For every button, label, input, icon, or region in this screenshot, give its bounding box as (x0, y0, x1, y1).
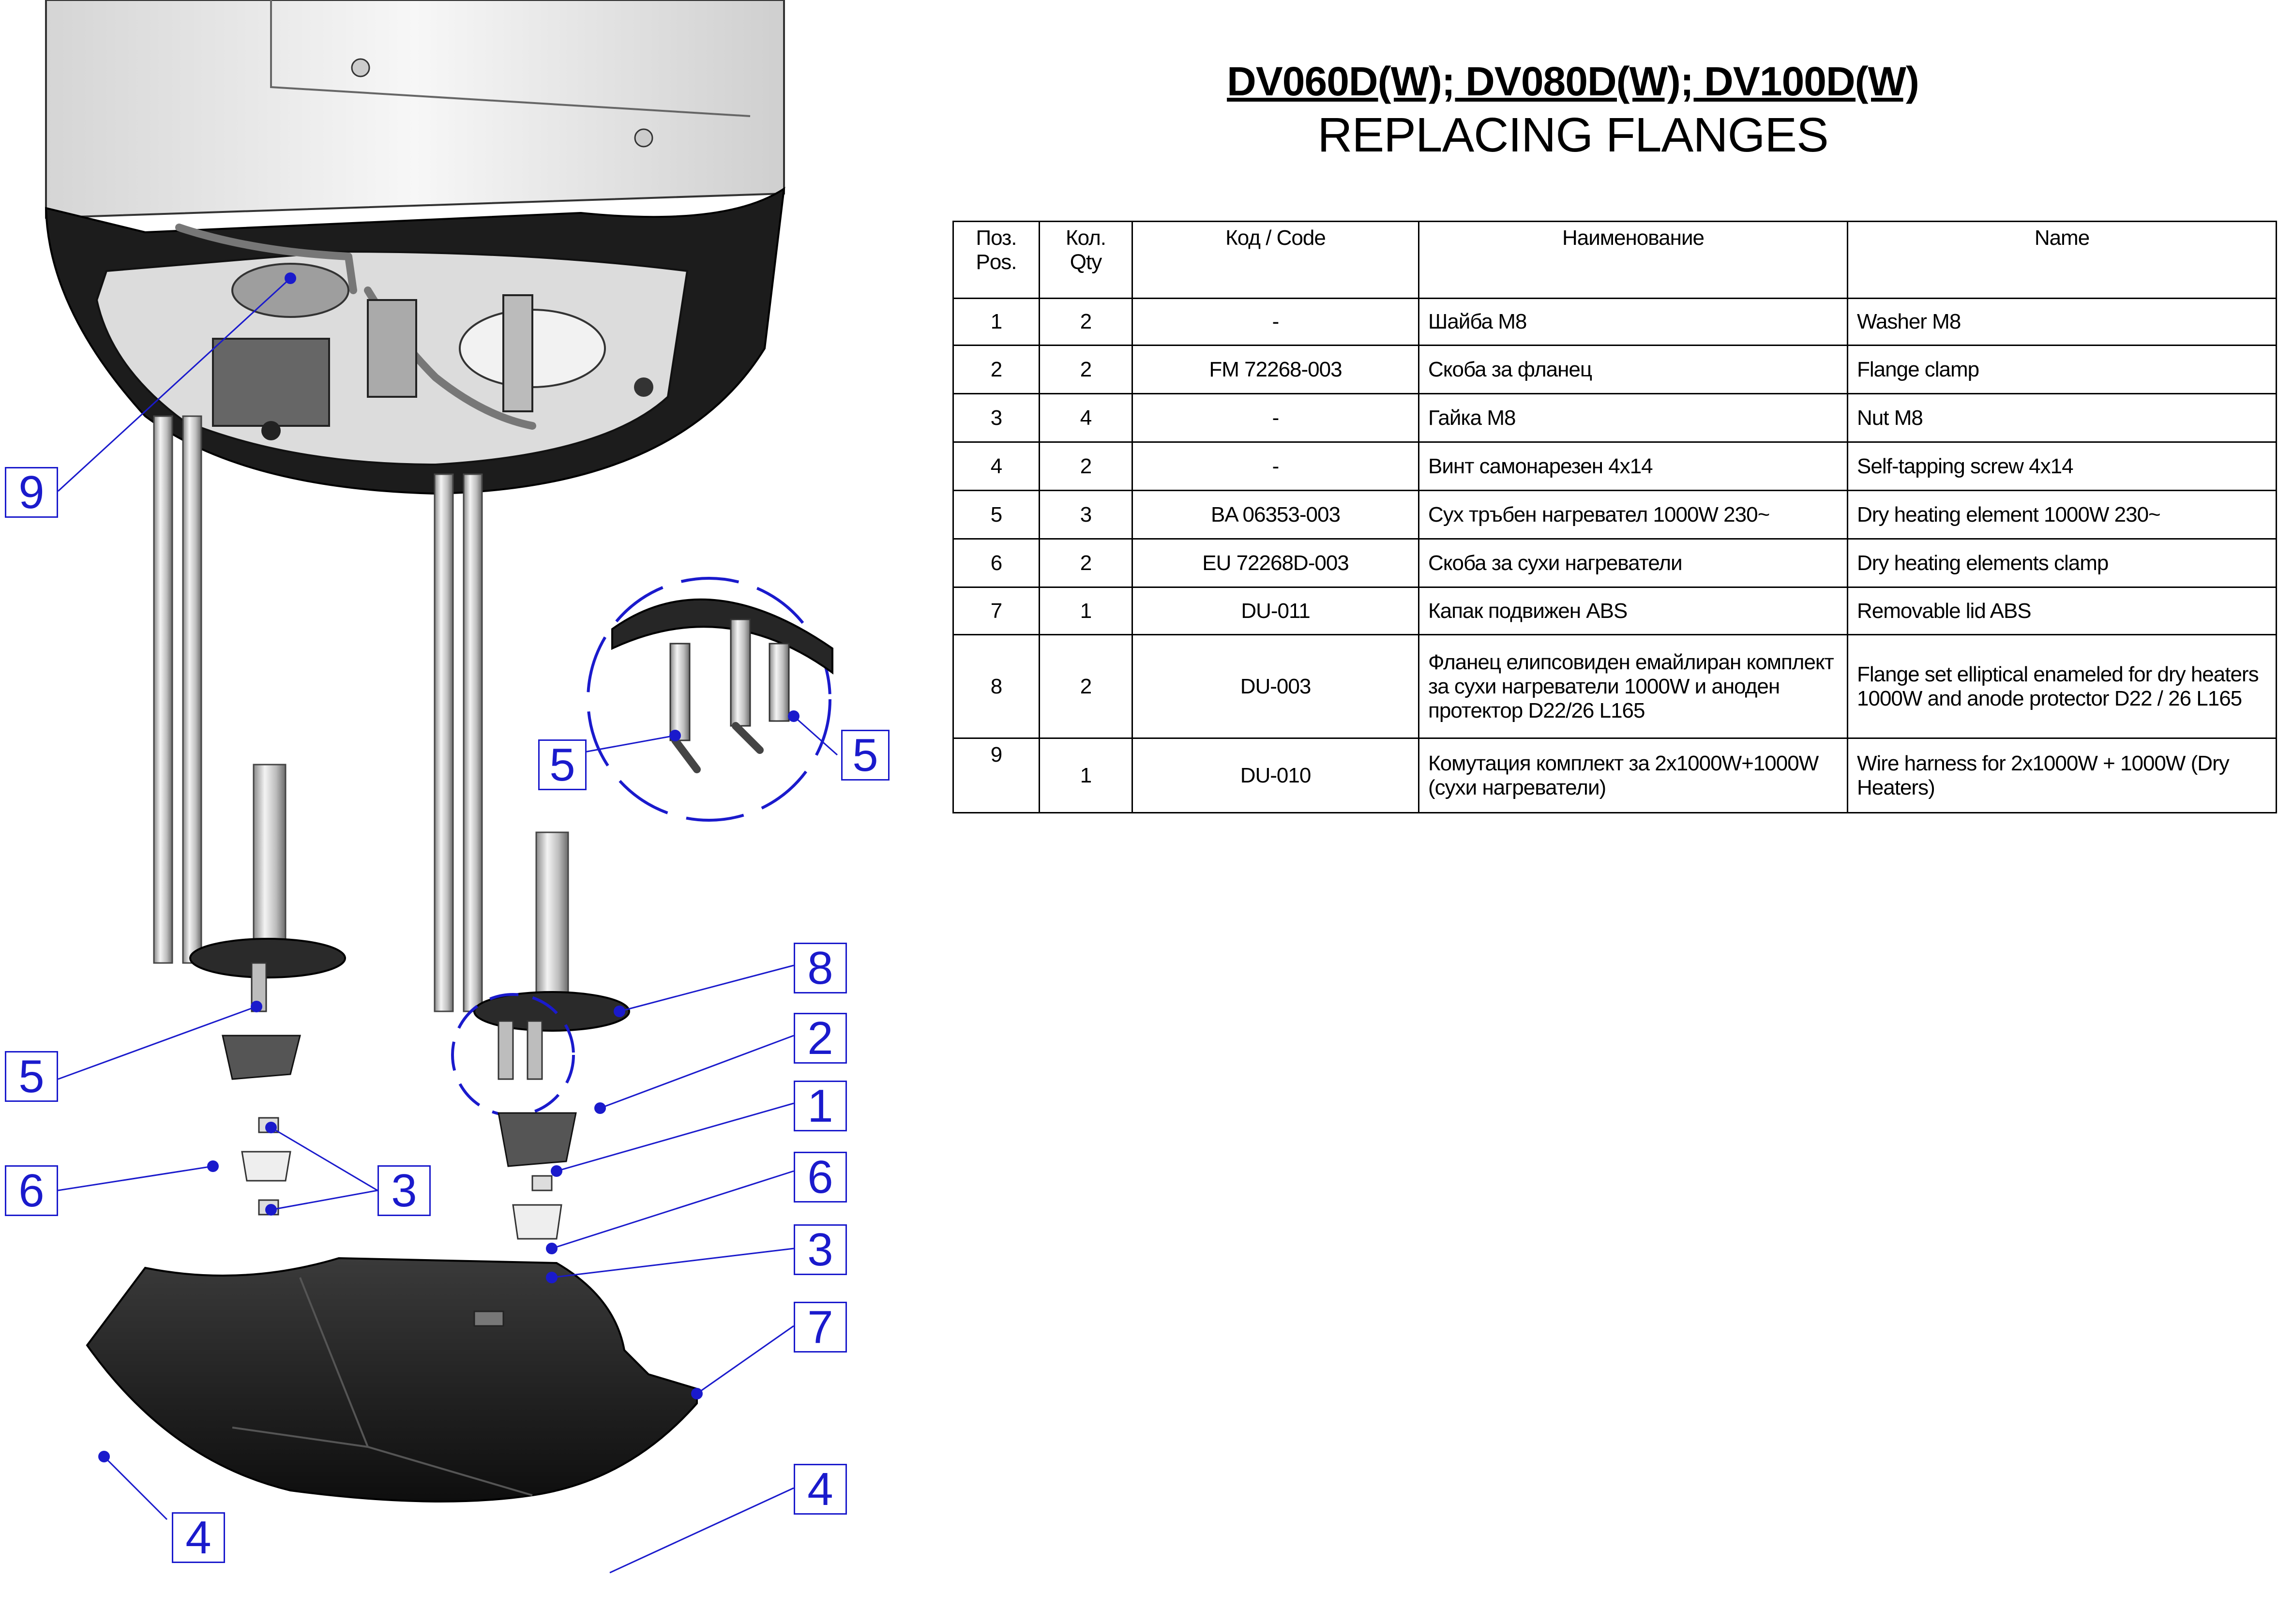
table-header-row: Поз. Pos. Кол. Qty Код / Code Наименован… (952, 221, 2277, 299)
table-row: 8 2 DU-003 Фланец елипсовиден емайлиран … (952, 634, 2277, 739)
cell-qty: 1 (1039, 737, 1133, 813)
cell-name-bg: Гайка М8 (1418, 393, 1848, 443)
table-row: 7 1 DU-011 Капак подвижен ABS Removable … (952, 586, 2277, 635)
cell-name-en: Nut M8 (1847, 393, 2277, 443)
cell-name-bg: Комутация комплект за 2х1000W+1000W (сух… (1418, 737, 1848, 813)
callout-2: 2 (794, 1013, 847, 1064)
cell-qty: 1 (1039, 586, 1133, 635)
cell-code: DU-011 (1131, 586, 1419, 635)
cell-code: DU-003 (1131, 634, 1419, 739)
cell-code: BA 06353-003 (1131, 490, 1419, 540)
cell-pos: 6 (952, 538, 1040, 588)
table-row: 9 1 DU-010 Комутация комплект за 2х1000W… (952, 737, 2277, 813)
cell-qty: 2 (1039, 634, 1133, 739)
callout-3-left: 3 (377, 1165, 431, 1216)
header-name-bg: Наименование (1418, 221, 1848, 299)
cell-name-bg: Сух тръбен нагревател 1000W 230~ (1418, 490, 1848, 540)
cell-name-bg: Винт самонарезен 4х14 (1418, 441, 1848, 491)
callout-4-right: 4 (794, 1464, 847, 1515)
cell-name-bg: Скоба за сухи нагреватели (1418, 538, 1848, 588)
callout-8: 8 (794, 943, 847, 993)
cell-name-bg: Шайба М8 (1418, 298, 1848, 346)
heating-elements-right (434, 473, 630, 1278)
cell-pos: 5 (952, 490, 1040, 540)
cell-qty: 2 (1039, 298, 1133, 346)
table-row: 5 3 BA 06353-003 Сух тръбен нагревател 1… (952, 490, 2277, 540)
page-subtitle: REPLACING FLANGES (1317, 108, 1829, 162)
leader-dots (98, 272, 800, 1462)
header-qty: Кол. Qty (1039, 221, 1133, 299)
model-title: DV060D(W); DV080D(W); DV100D(W) (1227, 59, 1919, 104)
cell-qty: 4 (1039, 393, 1133, 443)
cell-pos: 2 (952, 345, 1040, 394)
cell-name-en: Dry heating element 1000W 230~ (1847, 490, 2277, 540)
cell-pos: 4 (952, 441, 1040, 491)
cell-name-en: Removable lid ABS (1847, 586, 2277, 635)
header-code: Код / Code (1131, 221, 1419, 299)
cell-pos: 8 (952, 634, 1040, 739)
cell-qty: 3 (1039, 490, 1133, 540)
table-row: 6 2 EU 72268D-003 Скоба за сухи нагреват… (952, 538, 2277, 588)
table-row: 3 4 - Гайка М8 Nut M8 (952, 393, 2277, 443)
cell-qty: 2 (1039, 345, 1133, 394)
cell-pos: 1 (952, 298, 1040, 346)
callout-5: 5 (5, 1051, 58, 1102)
cell-name-bg: Фланец елипсовиден емайлиран комплект за… (1418, 634, 1848, 739)
cell-code: EU 72268D-003 (1131, 538, 1419, 588)
cell-pos: 3 (952, 393, 1040, 443)
cell-code: DU-010 (1131, 737, 1419, 813)
heating-elements-left (153, 415, 346, 1216)
callout-4-left: 4 (172, 1512, 225, 1563)
removable-lid (86, 1257, 698, 1503)
cell-name-bg: Капак подвижен ABS (1418, 586, 1848, 635)
cell-name-en: Flange set elliptical enameled for dry h… (1847, 634, 2277, 739)
header-pos: Поз. Pos. (952, 221, 1040, 299)
header-name-en: Name (1847, 221, 2277, 299)
table-row: 4 2 - Винт самонарезен 4х14 Self-tapping… (952, 441, 2277, 491)
cell-qty: 2 (1039, 441, 1133, 491)
callout-7: 7 (794, 1302, 847, 1353)
cell-name-en: Dry heating elements clamp (1847, 538, 2277, 588)
cell-name-en: Self-tapping screw 4x14 (1847, 441, 2277, 491)
cell-code: FM 72268-003 (1131, 345, 1419, 394)
callout-5-detail-right: 5 (841, 730, 890, 781)
cell-name-en: Washer M8 (1847, 298, 2277, 346)
callout-5-detail-left: 5 (538, 739, 587, 790)
detail-zoom-circle (587, 577, 833, 822)
parts-table: Поз. Pos. Кол. Qty Код / Code Наименован… (952, 221, 2277, 813)
callout-6-left: 6 (5, 1165, 58, 1216)
callout-6-right: 6 (794, 1152, 847, 1203)
callout-9: 9 (5, 467, 58, 518)
cell-pos: 7 (952, 586, 1040, 635)
cell-name-en: Wire harness for 2x1000W + 1000W (Dry He… (1847, 737, 2277, 813)
cell-code: - (1131, 393, 1419, 443)
cell-name-en: Flange clamp (1847, 345, 2277, 394)
cell-name-bg: Скоба за фланец (1418, 345, 1848, 394)
exploded-view-diagram (45, 0, 838, 1574)
callout-1: 1 (794, 1081, 847, 1131)
cell-qty: 2 (1039, 538, 1133, 588)
cell-pos: 9 (952, 737, 1040, 813)
heater-body (45, 0, 785, 495)
table-row: 1 2 - Шайба М8 Washer M8 (952, 298, 2277, 346)
cell-code: - (1131, 298, 1419, 346)
callout-3-right: 3 (794, 1224, 847, 1275)
cell-code: - (1131, 441, 1419, 491)
table-row: 2 2 FM 72268-003 Скоба за фланец Flange … (952, 345, 2277, 394)
leader-lines (57, 277, 838, 1574)
